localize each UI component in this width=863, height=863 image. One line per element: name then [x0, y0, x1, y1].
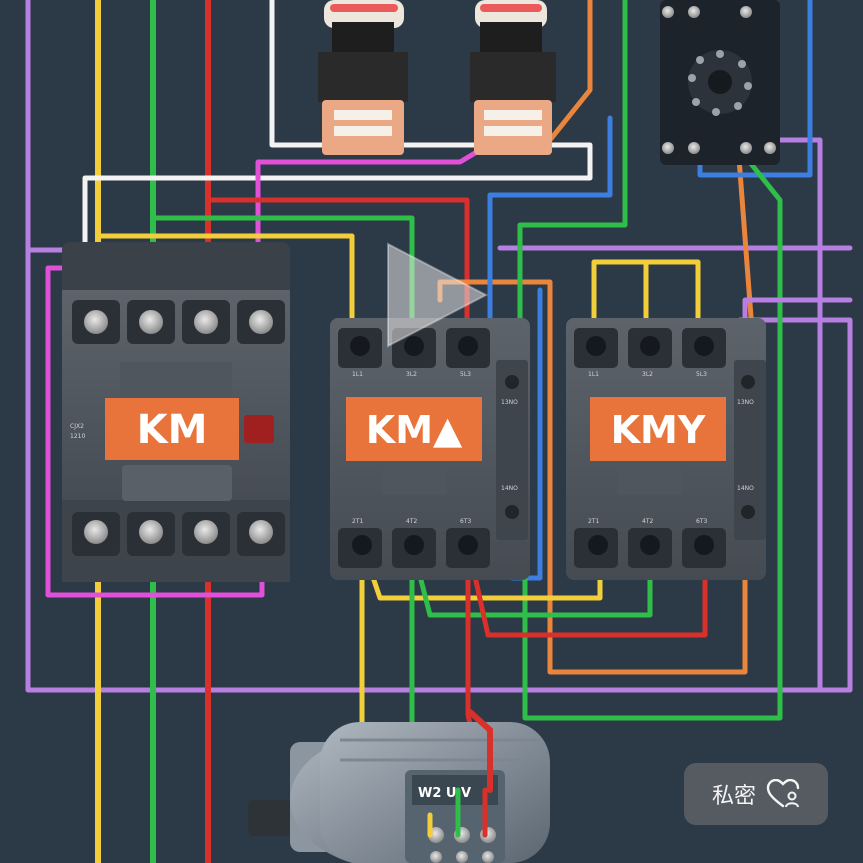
contactor-km: CJX2 1210 KM: [62, 242, 290, 582]
wire-white-loop: [82, 0, 593, 323]
kmy-terminal-1l1: 1L1: [588, 371, 599, 378]
wire-purple-relay: [757, 137, 823, 693]
km-model-line1: CJX2: [70, 423, 84, 430]
heart-user-icon: [766, 779, 800, 808]
wire-green-right: [522, 147, 783, 721]
contactor-km-delta: 13NO 14NO 1L1 3L2 5L3 2T1 4T2 6T3 KM▲: [330, 318, 530, 580]
privacy-button[interactable]: 私密: [684, 763, 828, 825]
kmy-terminal-5l3: 5L3: [696, 371, 707, 378]
motor-feed-wires: [427, 709, 493, 838]
motor-terminal-label: W2 U V: [418, 786, 471, 801]
km-delta-terminal-5l3: 5L3: [460, 371, 471, 378]
wire-purple-frame: [25, 0, 853, 693]
km-delta-bottom-terminals: [338, 528, 490, 568]
privacy-label: 私密: [711, 784, 756, 809]
motor: W2 U V: [248, 722, 550, 863]
km-delta-aux-top: 13NO: [501, 399, 518, 406]
kmy-bottom-terminals: [574, 528, 726, 568]
km-delta-label: KM▲: [366, 408, 463, 452]
km-delta-aux-bottom: 14NO: [501, 485, 518, 492]
wire-green-relay: [517, 0, 628, 348]
kmy-terminal-2t1: 2T1: [588, 518, 599, 525]
km-delta-top-terminals: [338, 328, 490, 368]
push-button-start[interactable]: [470, 0, 556, 155]
wire-orange-button: [547, 0, 593, 143]
km-delta-terminal-1l1: 1L1: [352, 371, 363, 378]
kmy-label-plate: [590, 397, 726, 461]
km-model-line2: 1210: [70, 433, 85, 440]
wire-blue: [487, 115, 613, 348]
wire-red-cross: [465, 542, 708, 638]
km-bottom-terminals: [72, 512, 285, 556]
kmy-terminal-4t2: 4T2: [642, 518, 653, 525]
kmy-aux-top: 13NO: [737, 399, 754, 406]
wire-purple-kmy: [742, 297, 853, 323]
km-delta-terminal-2t1: 2T1: [352, 518, 363, 525]
kmy-terminal-3l2: 3L2: [642, 371, 653, 378]
time-relay-base: [660, 0, 780, 165]
kmy-label: KMY: [611, 408, 706, 452]
km-delta-terminal-4t2: 4T2: [406, 518, 417, 525]
wire-yellow-top: [95, 233, 355, 348]
km-label-plate: [105, 398, 239, 460]
km-delta-terminal-6t3: 6T3: [460, 518, 471, 525]
km-delta-terminal-3l2: 3L2: [406, 371, 417, 378]
km-delta-label-plate: [346, 397, 482, 461]
kmy-top-terminals: [574, 328, 726, 368]
km-label: KM: [137, 407, 208, 453]
wire-magenta: [255, 147, 483, 323]
km-top-terminals: [72, 300, 285, 344]
play-icon[interactable]: [387, 242, 489, 348]
kmy-terminal-6t3: 6T3: [696, 518, 707, 525]
push-button-stop[interactable]: [318, 0, 408, 155]
kmy-aux-bottom: 14NO: [737, 485, 754, 492]
contactor-kmy: 13NO 14NO 1L1 3L2 5L3 2T1 4T2 6T3 KMY: [566, 318, 766, 580]
